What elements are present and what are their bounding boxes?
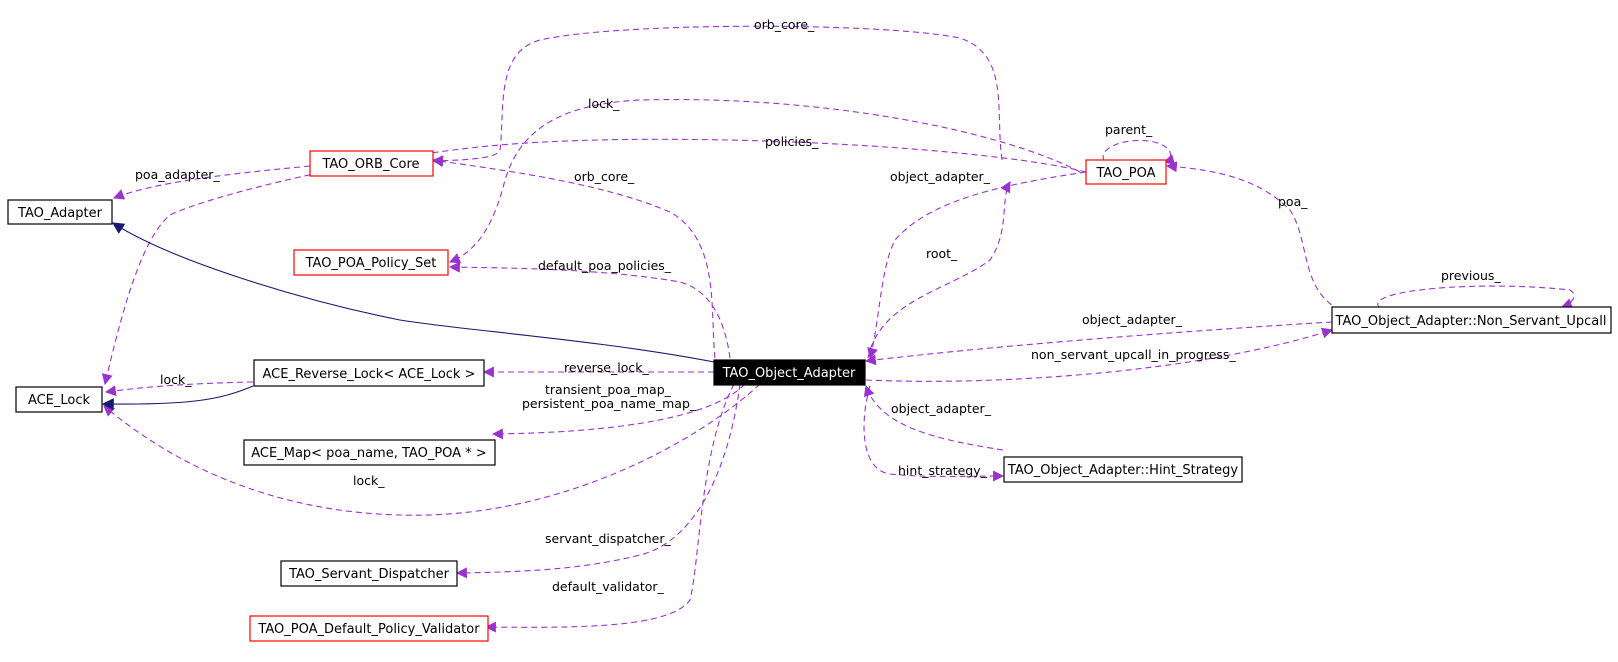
edge-parent (1102, 140, 1175, 165)
label-transient-poa-map: transient_poa_map_ (545, 382, 672, 397)
label-non-servant-upcall-in-progress: non_servant_upcall_in_progress_ (1031, 347, 1236, 362)
edge-object-adapter-upcall (864, 321, 1333, 366)
svg-text:ACE_Reverse_Lock< ACE_Lock >: ACE_Reverse_Lock< ACE_Lock > (262, 367, 475, 382)
svg-text:TAO_Object_Adapter::Non_Servan: TAO_Object_Adapter::Non_Servant_Upcall (1335, 314, 1607, 329)
label-default-poa-policies: default_poa_policies_ (538, 258, 672, 273)
label-lock-top: lock_ (588, 96, 620, 111)
svg-text:TAO_Adapter: TAO_Adapter (17, 206, 103, 221)
node-tao-poa-default-policy-validator[interactable]: TAO_POA_Default_Policy_Validator (249, 615, 489, 642)
node-tao-servant-dispatcher[interactable]: TAO_Servant_Dispatcher (280, 560, 458, 587)
label-object-adapter-hint: object_adapter_ (891, 401, 992, 416)
label-object-adapter-upcall: object_adapter_ (1082, 312, 1183, 327)
svg-text:TAO_ORB_Core: TAO_ORB_Core (321, 157, 419, 172)
edge-poa-maps (491, 383, 746, 440)
label-servant-dispatcher: servant_dispatcher_ (545, 531, 672, 546)
edge-orb-core-top (431, 25, 1003, 167)
svg-text:ACE_Map< poa_name, TAO_POA * >: ACE_Map< poa_name, TAO_POA * > (251, 446, 486, 461)
label-root: root_ (926, 246, 958, 261)
node-ace-reverse-lock[interactable]: ACE_Reverse_Lock< ACE_Lock > (253, 359, 485, 387)
node-tao-poa-policy-set[interactable]: TAO_POA_Policy_Set (293, 249, 449, 276)
label-lock-bottom: lock_ (353, 473, 385, 488)
edge-lock-top (448, 99, 1081, 264)
label-policies: policies_ (765, 134, 819, 149)
edge-policies (101, 138, 1087, 386)
node-hint-strategy[interactable]: TAO_Object_Adapter::Hint_Strategy (1003, 456, 1243, 483)
label-lock-reverse: lock_ (160, 372, 192, 387)
label-orb-core-mid: orb_core_ (574, 169, 635, 184)
edge-inherit-ace-lock (101, 385, 254, 411)
label-hint-strategy: hint_strategy_ (898, 463, 988, 478)
node-non-servant-upcall[interactable]: TAO_Object_Adapter::Non_Servant_Upcall (1331, 306, 1612, 334)
edge-root (867, 181, 1011, 359)
label-poa: poa_ (1278, 194, 1308, 209)
svg-text:TAO_POA_Default_Policy_Validat: TAO_POA_Default_Policy_Validator (257, 622, 480, 637)
label-parent: parent_ (1105, 122, 1153, 137)
svg-text:TAO_Object_Adapter::Hint_Strat: TAO_Object_Adapter::Hint_Strategy (1007, 463, 1239, 478)
edge-object-adapter-poa (867, 171, 1087, 360)
edge-non-servant-upcall-in-progress (865, 327, 1334, 382)
node-tao-adapter[interactable]: TAO_Adapter (7, 199, 113, 225)
svg-text:TAO_Servant_Dispatcher: TAO_Servant_Dispatcher (288, 567, 450, 582)
label-object-adapter-poa: object_adapter_ (890, 169, 991, 184)
nodes: TAO_Adapter ACE_Lock TAO_ORB_Core TAO_PO… (7, 150, 1612, 642)
edge-object-adapter-hint (863, 384, 1004, 451)
node-tao-object-adapter[interactable]: TAO_Object_Adapter (713, 359, 866, 386)
svg-text:TAO_POA: TAO_POA (1095, 166, 1155, 181)
label-default-validator: default_validator_ (552, 579, 665, 594)
node-ace-lock[interactable]: ACE_Lock (15, 386, 103, 413)
edge-previous (1377, 285, 1575, 309)
edge-hint-strategy (863, 385, 1005, 482)
edge-orb-core-mid (431, 156, 716, 359)
edge-default-poa-policies (448, 261, 731, 359)
label-previous: previous_ (1441, 268, 1501, 283)
edge-poa-adapter (112, 165, 311, 200)
node-tao-orb-core[interactable]: TAO_ORB_Core (309, 150, 434, 177)
label-poa-adapter: poa_adapter_ (135, 167, 220, 182)
svg-text:TAO_POA_Policy_Set: TAO_POA_Policy_Set (305, 256, 437, 271)
node-tao-poa[interactable]: TAO_POA (1085, 159, 1167, 185)
edge-inherit-tao-adapter (111, 222, 715, 363)
label-orb-core-top: orb_core_ (754, 17, 815, 32)
edge-default-validator (484, 383, 735, 633)
edge-lock-bottom (103, 383, 761, 516)
svg-text:ACE_Lock: ACE_Lock (28, 393, 91, 408)
edges (101, 25, 1575, 633)
svg-text:TAO_Object_Adapter: TAO_Object_Adapter (722, 366, 856, 381)
label-reverse-lock: reverse_lock_ (564, 360, 649, 375)
edge-servant-dispatcher (455, 383, 741, 579)
node-ace-map[interactable]: ACE_Map< poa_name, TAO_POA * > (243, 439, 496, 466)
edge-poa (1165, 161, 1341, 311)
edge-lock-reverse (104, 381, 254, 397)
label-persistent-poa-name-map: persistent_poa_name_map_ (522, 396, 697, 411)
edge-labels: orb_core_ lock_ policies_ parent_ poa_ad… (135, 17, 1501, 594)
